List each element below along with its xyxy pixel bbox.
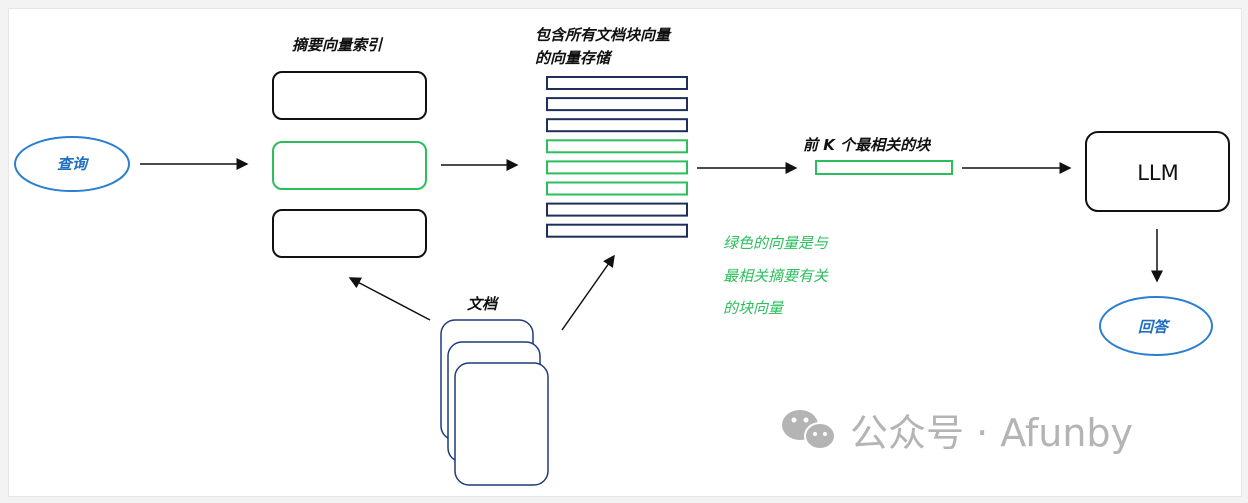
vector-store-title-2: 的向量存储	[535, 49, 613, 67]
arrow-docs-to-store	[561, 254, 615, 331]
chunk-vector-other	[546, 118, 688, 133]
chunk-vector-relevant	[546, 139, 688, 154]
llm-label: LLM	[1137, 161, 1179, 185]
arrow-docs-to-index	[348, 277, 431, 321]
chunk-vector-relevant	[546, 181, 688, 196]
top-k-title: 前 K 个最相关的块	[803, 136, 932, 154]
answer-node: 回答	[1099, 296, 1213, 356]
watermark: 公众号 · Afunby	[782, 410, 1133, 455]
note-line-2: 最相关摘要有关	[723, 267, 829, 285]
summary-box-other	[272, 71, 427, 120]
note-line-1: 绿色的向量是与	[723, 234, 829, 252]
summary-box-relevant	[272, 141, 427, 190]
summary-box-other	[272, 209, 427, 258]
chunk-vector-relevant	[546, 160, 688, 175]
summary-index	[272, 71, 427, 258]
answer-label: 回答	[1138, 318, 1171, 336]
documents-title: 文档	[467, 295, 500, 313]
documents-stack	[440, 319, 549, 486]
summary-index-title: 摘要向量索引	[292, 36, 384, 54]
chunk-vector-other	[546, 223, 688, 238]
vector-store	[546, 76, 688, 238]
query-label: 查询	[57, 155, 90, 173]
chunk-vector-other	[546, 202, 688, 217]
top-k-chunk	[815, 160, 953, 175]
vector-store-title-1: 包含所有文档块向量	[535, 26, 672, 44]
llm-node: LLM	[1085, 131, 1230, 212]
note-line-3: 的块向量	[723, 299, 785, 317]
chunk-vector-other	[546, 97, 688, 112]
wechat-icon	[782, 410, 836, 450]
query-node: 查询	[14, 136, 130, 192]
chunk-vector-other	[546, 76, 688, 90]
watermark-text: 公众号 · Afunby	[850, 411, 1133, 455]
